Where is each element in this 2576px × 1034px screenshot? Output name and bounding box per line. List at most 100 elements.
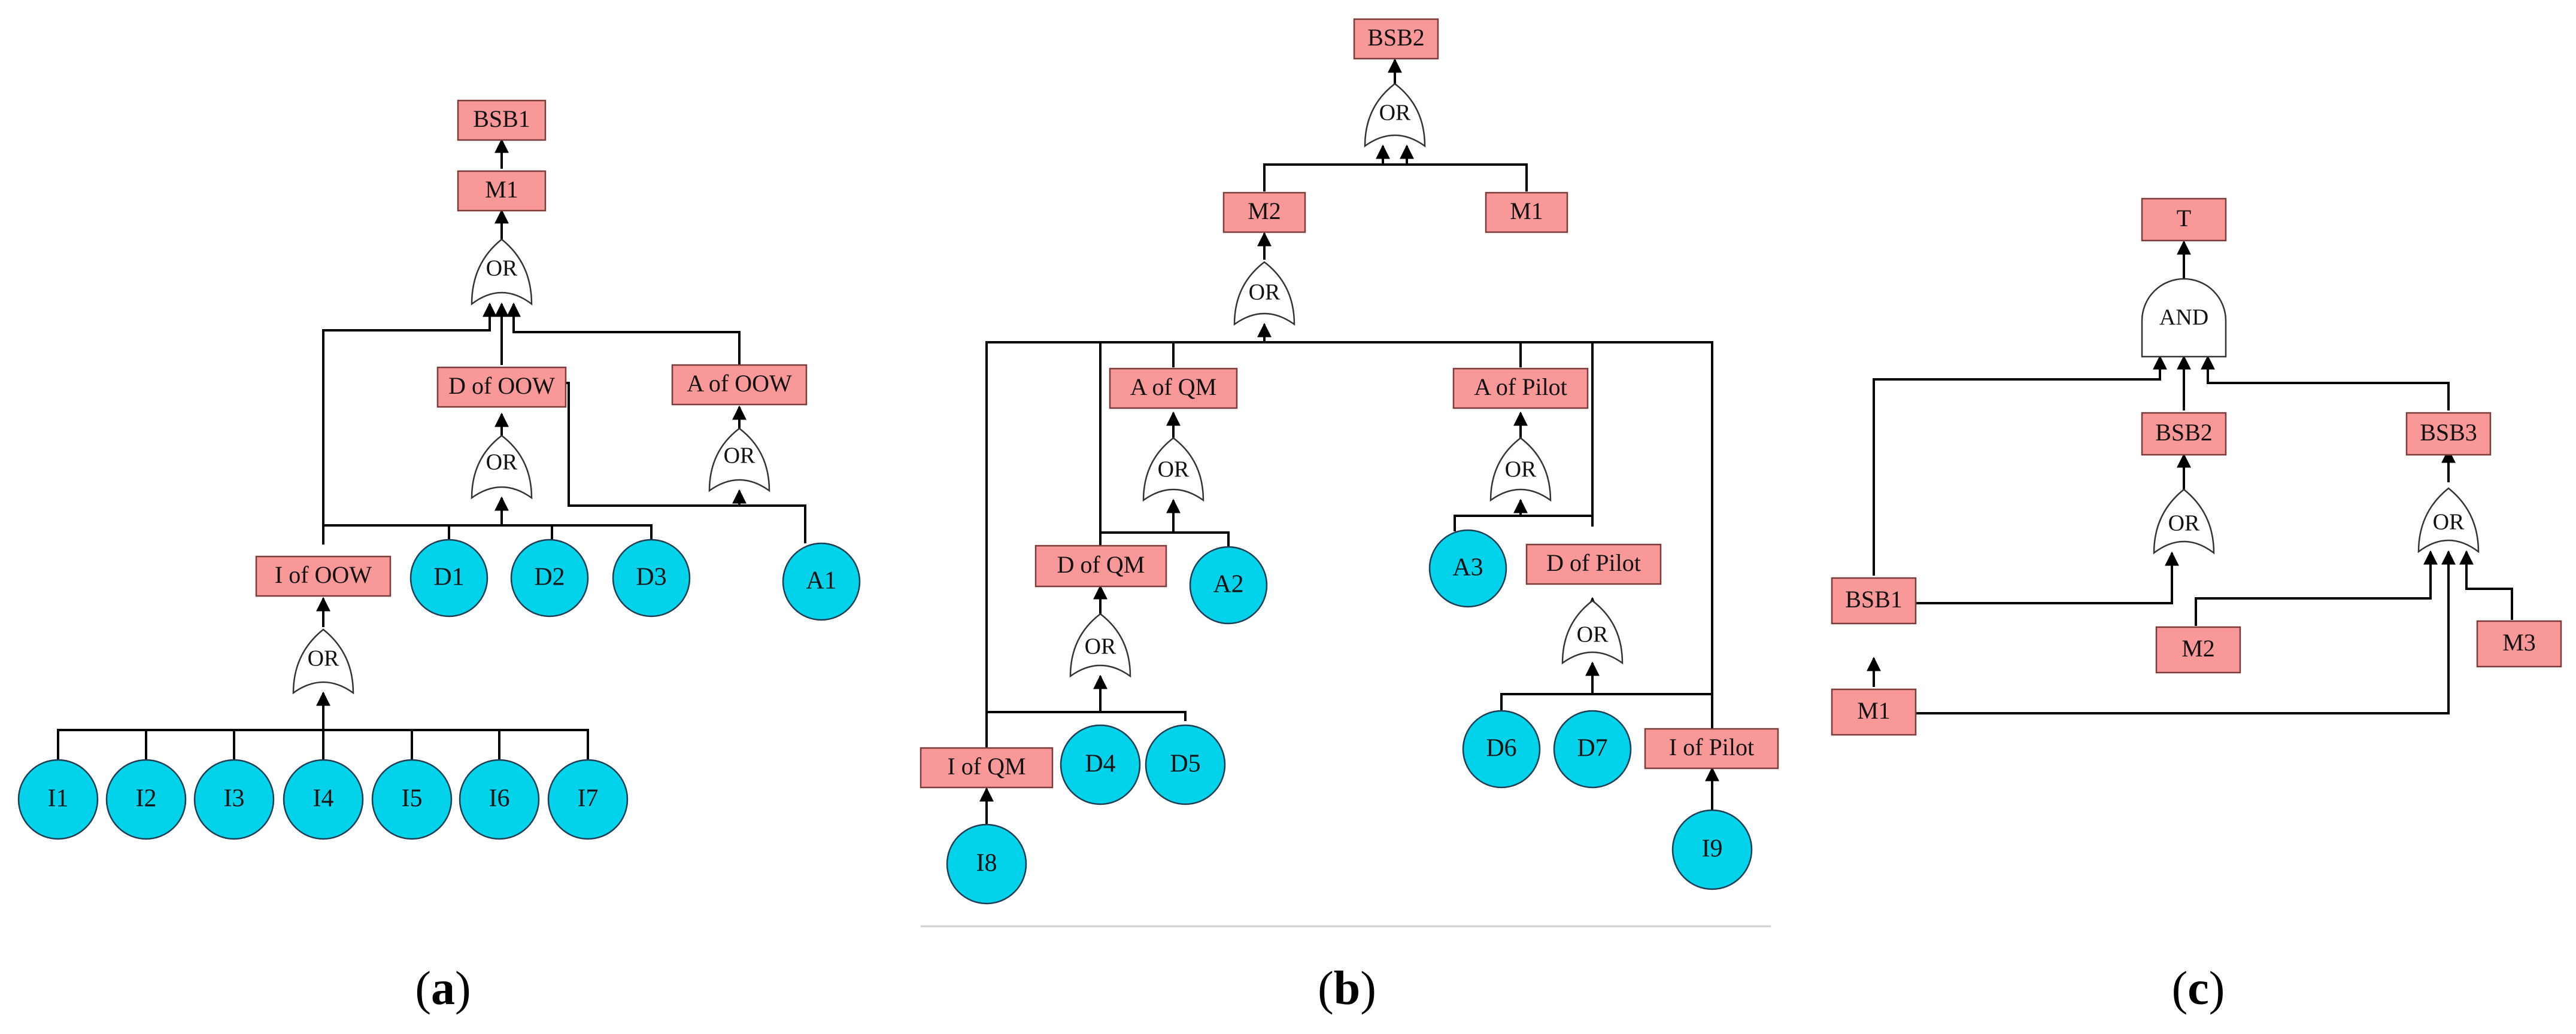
- event-bsb1-c: BSB1: [1831, 577, 1917, 625]
- svg-text:M1: M1: [485, 176, 518, 203]
- panel-c: T AND BSB2 BSB3 OR OR BSB1 M2 M3 M1 (c): [1831, 197, 2562, 1015]
- event-a-of-pilot: A of Pilot: [1452, 367, 1589, 409]
- basic-event-d4: D4: [1060, 724, 1141, 805]
- event-m1-c: M1: [1831, 688, 1917, 736]
- caption-c: (c): [2172, 962, 2225, 1015]
- and-gate-t: AND: [2141, 278, 2227, 358]
- or-gate-m1: OR: [471, 238, 533, 306]
- svg-text:M1: M1: [1510, 197, 1543, 224]
- svg-text:OR: OR: [1577, 622, 1609, 647]
- svg-text:OR: OR: [1085, 634, 1116, 659]
- basic-event-i8: I8: [946, 823, 1027, 905]
- event-m1: M1: [457, 170, 547, 212]
- event-m2: M2: [1222, 191, 1306, 233]
- svg-text:I3: I3: [224, 785, 245, 813]
- event-a-of-qm: A of QM: [1109, 367, 1238, 409]
- or-gate-d-of-qm: OR: [1069, 613, 1131, 678]
- svg-text:I2: I2: [136, 785, 157, 813]
- svg-text:D of OOW: D of OOW: [448, 372, 555, 399]
- or-gate-a-of-oow: OR: [708, 427, 770, 492]
- or-gate-d-of-pilot: OR: [1561, 600, 1624, 665]
- event-bsb2-c: BSB2: [2141, 412, 2227, 456]
- svg-text:D2: D2: [534, 564, 565, 591]
- or-gate-bsb2-c: OR: [2153, 488, 2215, 555]
- basic-event-a1: A1: [782, 542, 861, 621]
- svg-text:OR: OR: [1249, 280, 1281, 305]
- event-t: T: [2141, 197, 2227, 242]
- svg-text:D of QM: D of QM: [1057, 551, 1145, 578]
- svg-text:BSB1: BSB1: [1845, 586, 1903, 613]
- basic-event-a3: A3: [1428, 529, 1507, 608]
- svg-text:D5: D5: [1170, 750, 1200, 778]
- svg-text:M3: M3: [2502, 629, 2536, 656]
- basic-event-i3: I3: [193, 759, 275, 840]
- event-bsb2: BSB2: [1353, 18, 1439, 60]
- event-bsb1: BSB1: [457, 99, 547, 141]
- event-m2-c: M2: [2155, 626, 2241, 674]
- event-d-of-qm: D of QM: [1034, 545, 1167, 588]
- svg-text:OR: OR: [2168, 511, 2200, 536]
- svg-text:OR: OR: [2433, 510, 2465, 535]
- svg-text:BSB2: BSB2: [1367, 24, 1425, 51]
- basic-event-i7: I7: [547, 759, 629, 840]
- svg-text:A3: A3: [1452, 554, 1483, 582]
- svg-text:OR: OR: [1379, 101, 1411, 126]
- svg-text:BSB1: BSB1: [473, 105, 530, 132]
- basic-event-d5: D5: [1145, 724, 1226, 805]
- svg-text:D7: D7: [1577, 735, 1607, 762]
- or-gate-a-of-qm: OR: [1142, 437, 1204, 502]
- basic-event-d3: D3: [612, 539, 691, 618]
- svg-text:I of QM: I of QM: [947, 753, 1025, 780]
- svg-text:T: T: [2177, 205, 2191, 232]
- svg-text:A of OOW: A of OOW: [687, 370, 792, 397]
- panel-c-wires: [1867, 240, 2513, 714]
- svg-text:OR: OR: [724, 443, 755, 469]
- basic-event-i2: I2: [105, 759, 187, 840]
- svg-text:OR: OR: [486, 256, 518, 281]
- or-gate-bsb3: OR: [2417, 487, 2480, 554]
- basic-event-i5: I5: [371, 759, 453, 840]
- event-i-of-qm: I of QM: [920, 747, 1054, 789]
- svg-text:BSB3: BSB3: [2420, 419, 2477, 446]
- svg-text:D3: D3: [636, 564, 666, 591]
- svg-text:D of Pilot: D of Pilot: [1546, 549, 1641, 576]
- svg-text:I of OOW: I of OOW: [275, 561, 372, 588]
- svg-text:M2: M2: [1248, 197, 1281, 224]
- basic-event-a2: A2: [1189, 546, 1268, 625]
- event-d-of-oow: D of OOW: [436, 366, 567, 408]
- or-gate-bsb2: OR: [1364, 83, 1426, 148]
- svg-text:OR: OR: [1158, 457, 1190, 482]
- svg-text:OR: OR: [1505, 457, 1537, 482]
- event-a-of-oow: A of OOW: [671, 364, 808, 406]
- or-gate-m2: OR: [1233, 261, 1295, 326]
- caption-a: (a): [415, 962, 471, 1015]
- svg-text:I7: I7: [578, 785, 599, 813]
- svg-text:I9: I9: [1702, 835, 1723, 863]
- basic-event-d1: D1: [409, 539, 489, 618]
- event-bsb3: BSB3: [2405, 412, 2492, 456]
- basic-event-i9: I9: [1671, 809, 1753, 890]
- svg-text:I5: I5: [402, 785, 423, 813]
- svg-text:BSB2: BSB2: [2155, 419, 2213, 446]
- svg-text:A of Pilot: A of Pilot: [1474, 373, 1567, 400]
- svg-text:D6: D6: [1486, 735, 1516, 762]
- panel-a-wires: [57, 138, 806, 772]
- basic-event-i1: I1: [17, 759, 99, 840]
- svg-text:I of Pilot: I of Pilot: [1669, 734, 1754, 761]
- panel-a: BSB1 M1 OR D of OOW A of OOW OR OR D1 D2…: [17, 99, 861, 1015]
- svg-text:I6: I6: [489, 785, 510, 813]
- svg-text:AND: AND: [2159, 305, 2208, 330]
- svg-text:I8: I8: [976, 850, 997, 877]
- event-i-of-oow: I of OOW: [255, 555, 392, 597]
- svg-text:M1: M1: [1857, 697, 1891, 724]
- svg-text:I1: I1: [48, 785, 69, 813]
- basic-event-i4: I4: [283, 759, 364, 840]
- svg-text:I4: I4: [313, 785, 334, 813]
- panel-b: BSB2 OR M2 M1 OR A of QM A of Pilot OR O…: [920, 18, 1779, 1015]
- basic-event-d6: D6: [1462, 710, 1541, 789]
- event-m1-b: M1: [1485, 191, 1568, 233]
- svg-text:M2: M2: [2181, 635, 2215, 662]
- svg-text:A of QM: A of QM: [1130, 373, 1216, 400]
- basic-event-i6: I6: [459, 759, 540, 840]
- caption-b: (b): [1318, 962, 1376, 1015]
